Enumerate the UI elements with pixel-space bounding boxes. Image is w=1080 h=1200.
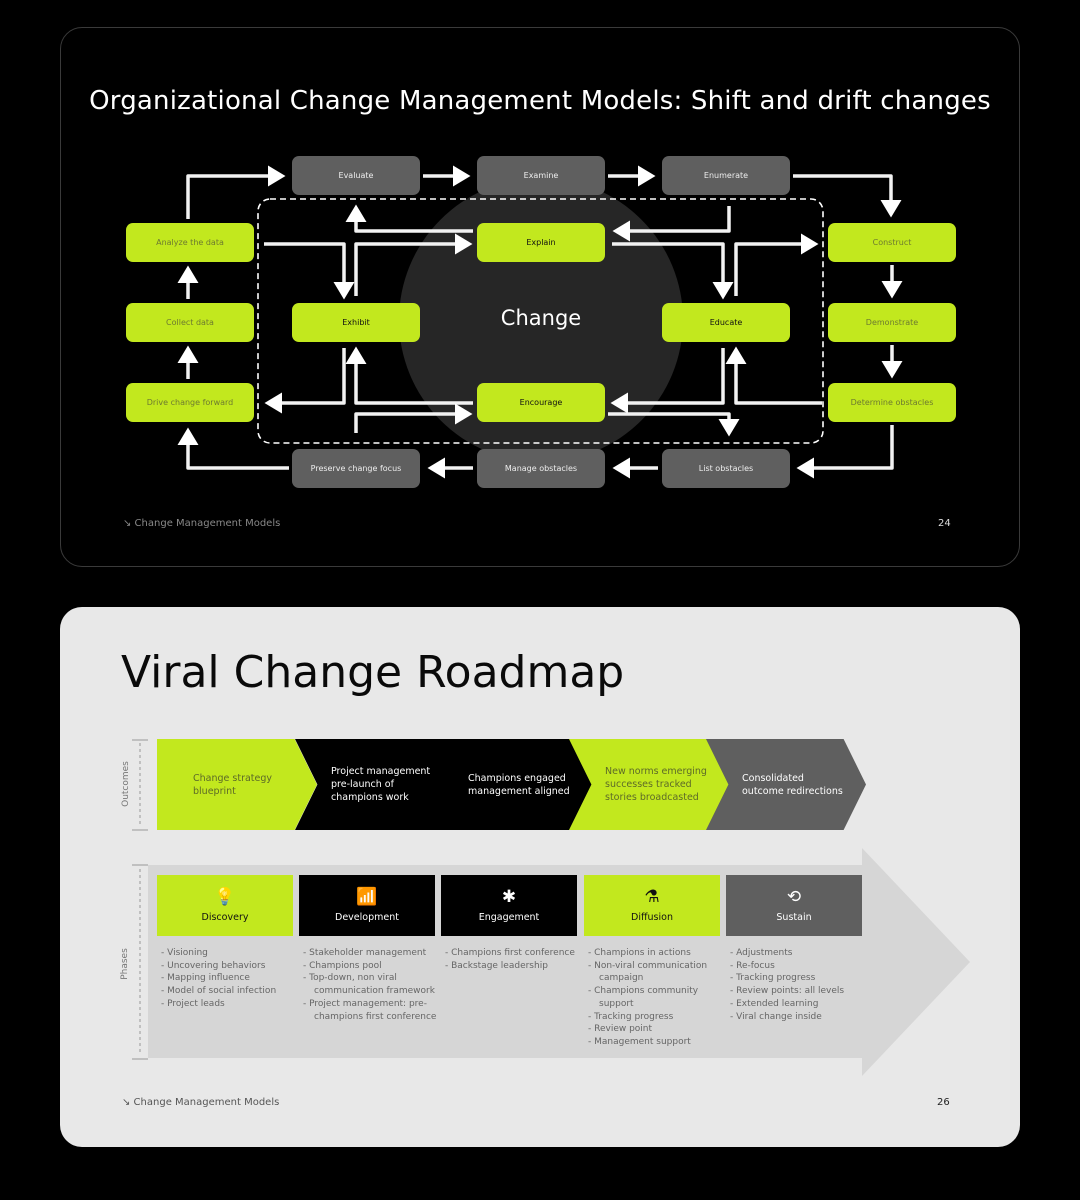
slide-title: Organizational Change Management Models:…	[89, 86, 991, 116]
activity-item: - Project management: pre-champions firs…	[303, 998, 437, 1022]
box-demonstrate: Demonstrate	[828, 303, 956, 342]
slide-organizational-change-models: Organizational Change Management Models:…	[60, 27, 1020, 567]
phase-card-sustain: ⟲ Sustain	[726, 875, 862, 936]
outcome-text: Change strategy blueprint	[193, 772, 273, 797]
outcome-chevron: Champions engaged management aligned	[432, 739, 592, 830]
page-number: 24	[938, 518, 951, 529]
slide-title: Viral Change Roadmap	[121, 647, 625, 698]
activity-item: - Non-viral communication campaign	[588, 960, 708, 984]
phase-name: Engagement	[478, 912, 540, 923]
box-educate: Educate	[662, 303, 790, 342]
activity-item: - Review points: all levels	[730, 986, 845, 997]
activity-item: - Uncovering behaviors	[161, 960, 266, 971]
inner-dashed-boundary	[257, 198, 824, 444]
activity-item: - Review point	[588, 1024, 653, 1035]
phase-card-engagement: ✱ Engagement	[441, 875, 577, 936]
box-encourage: Encourage	[477, 383, 605, 422]
activity-item: - Model of social infection	[161, 986, 277, 997]
activity-item: - Champions community support	[588, 986, 699, 1009]
activity-item: - Tracking progress	[730, 973, 816, 984]
puzzle-icon: ✱	[501, 887, 517, 907]
box-preserve-focus: Preserve change focus	[292, 449, 420, 488]
activity-item: - Viral change inside	[730, 1011, 822, 1022]
outcome-text: Project management pre-launch of champio…	[331, 766, 431, 803]
phases-axis-label: Phases	[120, 948, 130, 980]
activity-item: - Extended learning	[730, 998, 819, 1009]
activity-item: - Project leads	[161, 998, 225, 1009]
box-manage-obstacles: Manage obstacles	[477, 449, 605, 488]
phase-name: Sustain	[776, 912, 812, 923]
bar-chart-growth-icon: 📶	[356, 887, 378, 907]
activity-item: - Tracking progress	[588, 1011, 674, 1022]
box-explain: Explain	[477, 223, 605, 262]
outcome-chevron: Project management pre-launch of champio…	[295, 739, 455, 830]
phase-card-diffusion: ⚗ Diffusion	[584, 875, 720, 936]
box-analyze-data: Analyze the data	[126, 223, 254, 262]
activity-item: - Mapping influence	[161, 973, 250, 984]
cycle-icon: ⟲	[786, 887, 802, 907]
box-drive-change: Drive change forward	[126, 383, 254, 422]
outcome-chevron: Consolidated outcome redirections	[706, 739, 866, 830]
activity-item: - Champions pool	[303, 960, 382, 971]
outcome-text: Champions engaged management aligned	[468, 772, 570, 797]
phase-name: Discovery	[201, 912, 249, 923]
activity-item: - Champions in actions	[588, 948, 691, 958]
outcomes-axis-label: Outcomes	[121, 761, 131, 807]
phase-card-discovery: 💡 Discovery	[157, 875, 293, 936]
activity-item: - Management support	[588, 1036, 691, 1047]
outcome-chevron: Change strategy blueprint	[157, 739, 317, 830]
activity-item: - Stakeholder management	[303, 948, 427, 958]
slide-viral-change-roadmap: Viral Change Roadmap Outcomes Phases Cha…	[60, 607, 1020, 1147]
box-determine-obstacles: Determine obstacles	[828, 383, 956, 422]
box-examine: Examine	[477, 156, 605, 195]
activity-item: - Adjustments	[730, 948, 793, 958]
footer-label: ↘ Change Management Models	[122, 1097, 280, 1108]
box-exhibit: Exhibit	[292, 303, 420, 342]
activity-item: - Visioning	[161, 948, 208, 958]
outcome-text: Consolidated outcome redirections	[742, 772, 843, 797]
arrows-layer	[177, 165, 903, 479]
phase-card-development: 📶 Development	[299, 875, 435, 936]
phase-activities: - Stakeholder management - Champions pool…	[303, 947, 443, 1023]
box-construct: Construct	[828, 223, 956, 262]
footer-label: ↘ Change Management Models	[123, 518, 281, 529]
phase-name: Diffusion	[631, 912, 673, 923]
activity-item: - Re-focus	[730, 960, 775, 971]
flask-icon: ⚗	[644, 887, 660, 907]
phase-activities: - Visioning - Uncovering behaviors - Mappi…	[161, 947, 301, 1011]
activity-item: - Champions first conference	[445, 948, 575, 958]
phase-activities: - Adjustments - Re-focus - Tracking progre…	[730, 947, 870, 1023]
outcome-text: New norms emerging successes tracked sto…	[605, 766, 707, 803]
box-list-obstacles: List obstacles	[662, 449, 790, 488]
box-collect-data: Collect data	[126, 303, 254, 342]
phase-activities: - Champions in actions - Non-viral commun…	[588, 947, 728, 1049]
activity-item: - Backstage leadership	[445, 960, 548, 971]
phase-activities: - Champions first conference - Backstage …	[445, 947, 585, 972]
page-number: 26	[937, 1097, 950, 1108]
box-evaluate: Evaluate	[292, 156, 420, 195]
activity-item: - Top-down, non viral communication fram…	[303, 973, 435, 997]
phase-name: Development	[335, 912, 399, 923]
center-label: Change	[500, 306, 582, 330]
outcome-chevron: New norms emerging successes tracked sto…	[569, 739, 729, 830]
lightbulb-icon: 💡	[214, 887, 236, 907]
box-enumerate: Enumerate	[662, 156, 790, 195]
